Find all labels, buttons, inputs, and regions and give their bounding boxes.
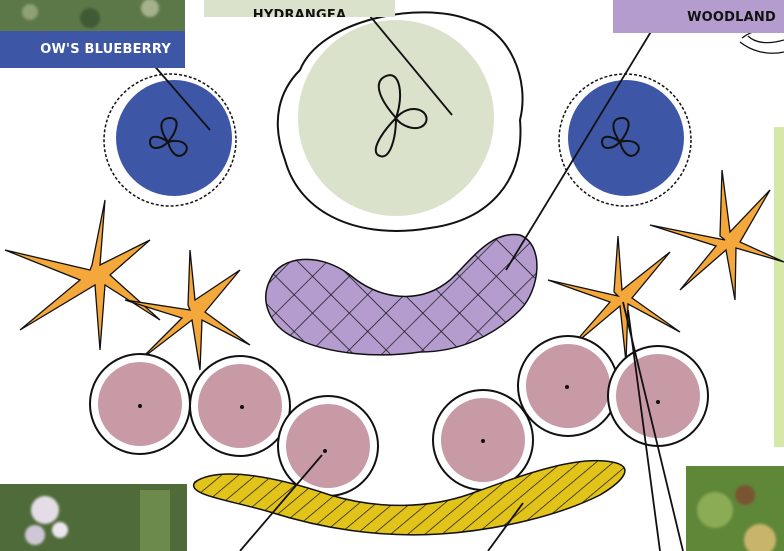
yellow-band: [194, 461, 625, 535]
photo-bottom-right: [686, 466, 784, 551]
pink-plant-6: [608, 346, 708, 446]
pink-plant-1: [90, 354, 190, 454]
blueberry-plant-right: [559, 74, 691, 206]
woodland-band: [266, 234, 537, 354]
photo-bottom-left: [0, 484, 187, 551]
pink-plant-5: [518, 336, 618, 436]
hydrangea-label: HYDRANGEA: [204, 0, 395, 17]
pink-plant-2: [190, 356, 290, 456]
pink-plant-3: [278, 396, 378, 496]
blueberry-label: OW'S BLUEBERRY: [0, 31, 185, 68]
pink-plant-4: [433, 390, 533, 490]
star-plant-right-2: [650, 170, 784, 300]
photo-top-left: [0, 0, 185, 31]
hydrangea-plant: [278, 12, 523, 231]
blueberry-plant-left: [104, 74, 236, 206]
star-plant-left-1: [5, 200, 160, 350]
hydrangea-label-text: HYDRANGEA: [253, 8, 346, 17]
side-panel: [774, 127, 784, 447]
woodland-label: WOODLAND: [613, 0, 784, 33]
